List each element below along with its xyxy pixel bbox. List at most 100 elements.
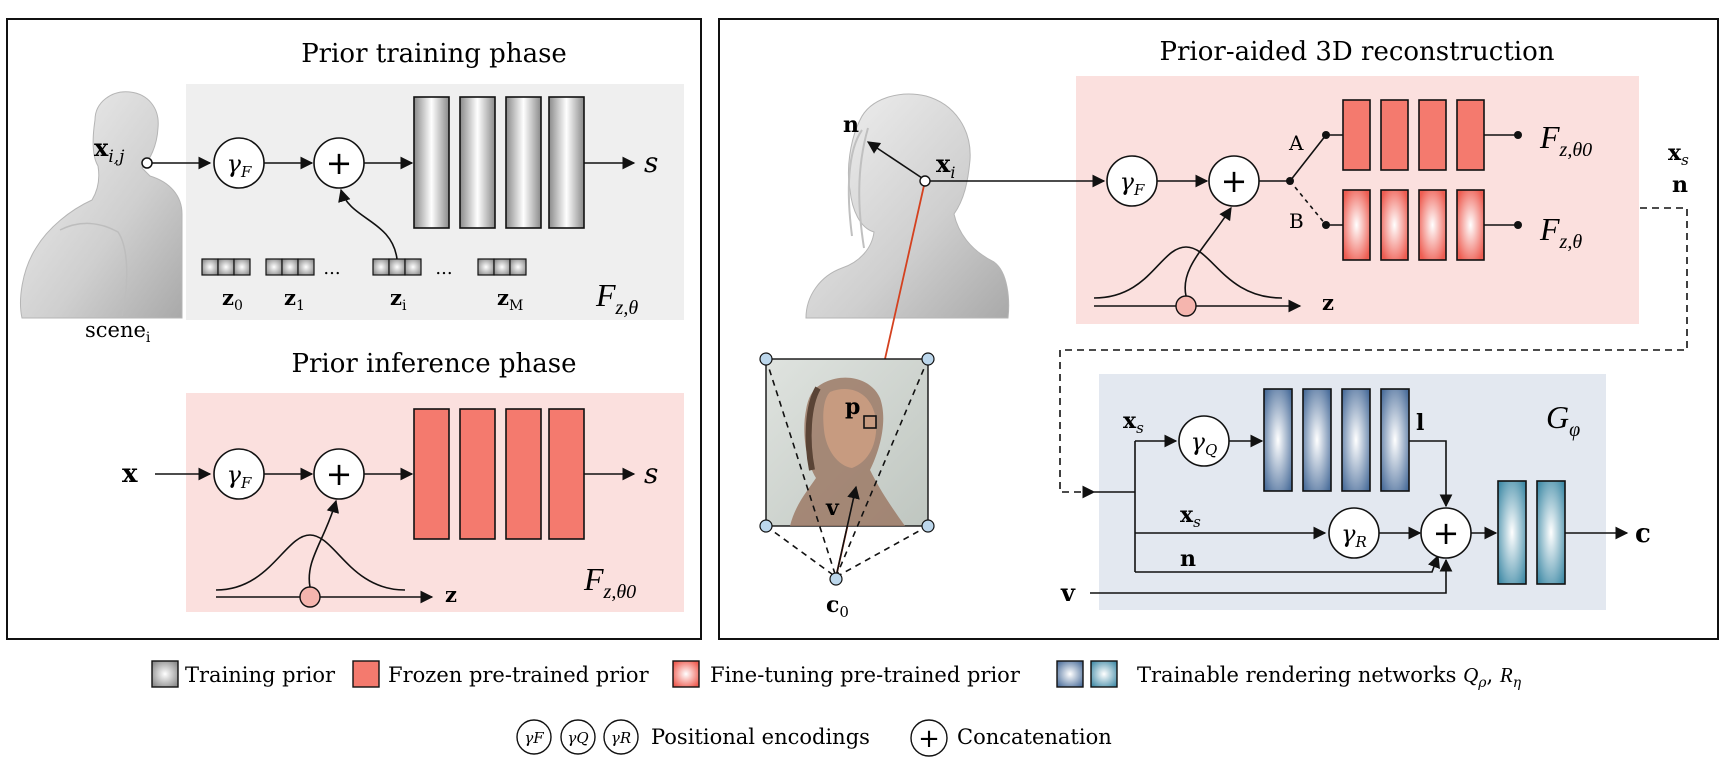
frozen-block-1 (413, 408, 450, 540)
legend-concat-icon (910, 719, 948, 757)
normal-vector (866, 141, 926, 181)
arrow-l-to-concat (1409, 440, 1453, 508)
legend-enc-r-text: γR (611, 729, 631, 747)
inference-concat-symbol: + (326, 455, 353, 493)
training-block-1 (413, 96, 450, 229)
latent-ellipsis-1: ... (323, 258, 340, 279)
camera-vertex-br (921, 519, 935, 533)
latent-code-zM (477, 258, 527, 276)
branch-b-label: B (1289, 209, 1304, 233)
training-network-label: Fz,θ (595, 277, 638, 319)
legend-finetune-swatch (672, 660, 700, 688)
training-input-point (141, 157, 153, 169)
training-output-label: s (644, 146, 658, 179)
latent-label-zi: zi (390, 285, 407, 314)
legend-enc-f-text: γF (524, 729, 544, 747)
legend-concat-symbol: + (918, 724, 940, 754)
render-v-label: v (1060, 578, 1076, 607)
scene-bust-image (20, 91, 183, 319)
camera-center-label: c0 (826, 592, 849, 621)
training-input-label: xi,j (94, 133, 125, 167)
camera-vertex-tr (921, 352, 935, 366)
rendering-network-label: Gφ (1546, 399, 1580, 441)
render-enc-r-label: γR (1341, 520, 1367, 551)
recon-gaussian-curve (1093, 246, 1283, 299)
training-block-4 (548, 96, 585, 229)
inference-encoding-label: γF (227, 461, 252, 492)
render-output-label: c (1635, 519, 1651, 549)
legend-enc-r-icon (603, 719, 639, 755)
render-concat-symbol: + (1433, 514, 1460, 552)
training-network-blocks (413, 96, 585, 229)
latent-code-zi (372, 258, 422, 276)
recon-encoding-label: γF (1120, 168, 1145, 199)
latent-code-z1 (265, 258, 315, 276)
arrow-sample-to-concat (308, 499, 340, 588)
frustum-edge-br (835, 525, 929, 578)
inference-latent-sample (299, 586, 321, 608)
legend-frozen-label: Frozen pre-trained prior (388, 663, 650, 687)
frozen-block-4 (548, 408, 585, 540)
inference-input-label: x (122, 459, 138, 489)
training-encoding-label: γF (227, 150, 252, 181)
frozen-block-2 (459, 408, 496, 540)
right-panel-frame (718, 18, 1719, 640)
legend-training-swatch (151, 660, 179, 688)
output-n-label: n (1672, 172, 1688, 198)
training-block-2 (459, 96, 496, 229)
recon-latent-sample (1175, 295, 1197, 317)
training-concat-symbol: + (326, 144, 353, 182)
legend-concatenation-label: Concatenation (957, 725, 1112, 749)
training-block-3 (505, 96, 542, 229)
camera-vertex-bl (759, 519, 773, 533)
legend-enc-f-icon (516, 719, 552, 755)
normal-label: n (843, 112, 859, 138)
arrow-n-to-concat (1135, 554, 1440, 573)
camera-center (829, 572, 843, 586)
legend-teal-swatch (1090, 660, 1118, 688)
branch-a-label: A (1288, 131, 1304, 155)
inference-network-label: Fz,θ0 (583, 561, 636, 603)
recon-latent-axis-label: z (1322, 290, 1334, 315)
rendering-r-network (1497, 480, 1566, 585)
legend-finetune-label: Fine-tuning pre-trained prior (710, 663, 1021, 687)
frustum-edge-tl (765, 358, 837, 578)
frozen-block-3 (505, 408, 542, 540)
reconstruction-bust-image (805, 93, 1010, 319)
rendering-q-network (1263, 388, 1410, 492)
branch-b-line (1289, 180, 1327, 226)
reconstruction-title: Prior-aided 3D reconstruction (1160, 37, 1555, 67)
camera-vertex-tl (759, 352, 773, 366)
network-a-out-dot (1514, 131, 1522, 139)
inference-output-label: s (644, 457, 658, 490)
surface-point (919, 175, 931, 187)
latent-code-z0 (201, 258, 251, 276)
legend-rendering-label: Trainable rendering networks Qρ, Rη (1137, 663, 1522, 691)
legend-frozen-swatch (352, 660, 380, 688)
point-label: xi (936, 149, 955, 182)
recon-concat-symbol: + (1221, 162, 1248, 200)
inference-latent-axis-label: z (445, 582, 457, 607)
render-l-label: l (1416, 410, 1424, 436)
view-label: v (825, 495, 840, 521)
render-xs-label: xs (1123, 408, 1144, 437)
network-b-label: Fz,θ (1539, 211, 1582, 253)
latent-label-z0: z0 (222, 285, 243, 314)
pixel-marker (863, 415, 877, 429)
inference-title: Prior inference phase (291, 349, 576, 379)
finetune-network-b (1342, 189, 1485, 261)
branch-a-line (1289, 134, 1327, 182)
network-a-label: Fz,θ0 (1539, 119, 1592, 161)
dashed-connector (1059, 207, 1688, 499)
frustum-edge-bl (765, 525, 837, 578)
inference-network-blocks (413, 408, 585, 540)
arrow-latent-to-concat (338, 188, 398, 260)
arrow-v-to-concat (1090, 558, 1453, 594)
network-b-out-dot (1514, 221, 1522, 229)
render-n-label: n (1180, 546, 1196, 572)
output-xs-label: xs (1668, 140, 1689, 169)
latent-label-z1: z1 (284, 285, 305, 314)
scene-label: scenei (85, 318, 151, 346)
training-title: Prior training phase (301, 39, 567, 69)
